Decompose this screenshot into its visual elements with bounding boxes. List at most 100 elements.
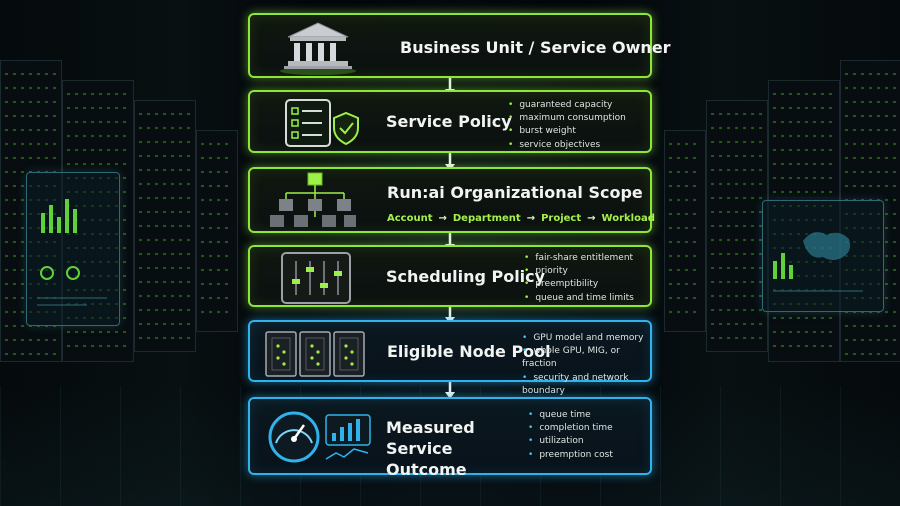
rack-led-row: [67, 149, 129, 151]
right-dashboard-screen: [762, 200, 884, 312]
rack-led-row: [711, 309, 763, 311]
rack-led-row: [5, 115, 57, 117]
rack-led-row: [669, 157, 701, 159]
rack-led-row: [139, 211, 191, 213]
rack-led-row: [139, 323, 191, 325]
rack-led-row: [711, 197, 763, 199]
rack-led-row: [711, 323, 763, 325]
rack-led-row: [669, 297, 701, 299]
rack-led-row: [201, 227, 233, 229]
rack-led-row: [773, 163, 835, 165]
layer-title: Measured Service Outcome: [386, 418, 475, 479]
bullet-item: fair-share entitlement: [524, 252, 634, 265]
rack-led-row: [773, 191, 835, 193]
hierarchy-tree-icon: [270, 172, 356, 227]
rack-led-row: [139, 253, 191, 255]
rack-led-row: [773, 177, 835, 179]
bullet-item: utilization: [528, 435, 613, 448]
rack-led-row: [201, 199, 233, 201]
layer-title: Business Unit / Service Owner: [400, 38, 671, 57]
rack-led-row: [711, 225, 763, 227]
scope-hierarchy-path: Account→Department→Project→Workload: [387, 213, 655, 224]
rack-led-row: [139, 337, 191, 339]
rack-led-row: [711, 211, 763, 213]
rack-led-row: [67, 331, 129, 333]
rack-led-row: [711, 127, 763, 129]
rack-led-row: [711, 141, 763, 143]
bullet-item: preemptibility: [524, 278, 634, 291]
rack-led-row: [669, 255, 701, 257]
rack-led-row: [669, 171, 701, 173]
scope-account: Account: [387, 213, 433, 224]
rack-led-row: [845, 129, 897, 131]
rack-led-row: [5, 353, 57, 355]
rack-led-row: [669, 311, 701, 313]
bullet-list: GPU model and memory whole GPU, MIG, or …: [522, 332, 650, 398]
rack-led-row: [139, 183, 191, 185]
scope-workload: Workload: [601, 213, 655, 224]
rack-led-row: [711, 253, 763, 255]
rack-led-row: [201, 255, 233, 257]
path-separator: →: [438, 213, 447, 224]
rack-led-row: [773, 121, 835, 123]
rack-led-row: [139, 281, 191, 283]
bullet-item: GPU model and memory: [522, 332, 650, 345]
rack-led-row: [845, 171, 897, 173]
rack-led-row: [139, 267, 191, 269]
bullet-list: guaranteed capacity maximum consumption …: [508, 99, 626, 152]
layer-title: Service Policy: [386, 112, 512, 131]
rack-led-row: [139, 169, 191, 171]
rack-led-row: [669, 199, 701, 201]
rack-led-row: [67, 135, 129, 137]
bullet-item: security and network boundary: [522, 372, 650, 398]
bullet-item: queue time: [528, 409, 613, 422]
rack-led-row: [201, 185, 233, 187]
bullet-item: whole GPU, MIG, or fraction: [522, 345, 650, 371]
rack-led-row: [669, 185, 701, 187]
rack-led-row: [201, 297, 233, 299]
rack-led-row: [845, 73, 897, 75]
server-rack-right-3: [706, 100, 768, 352]
rack-led-row: [711, 113, 763, 115]
layer-title: Scheduling Policy: [386, 267, 546, 286]
rack-led-row: [773, 149, 835, 151]
rack-led-row: [139, 295, 191, 297]
rack-led-row: [201, 311, 233, 313]
rack-led-row: [711, 169, 763, 171]
checklist-shield-icon: [285, 99, 359, 147]
server-nodes-icon: [265, 331, 365, 377]
rack-led-row: [139, 141, 191, 143]
layer-scheduling-policy: Scheduling Policy fair-share entitlement…: [248, 245, 652, 307]
rack-led-row: [201, 171, 233, 173]
rack-led-row: [711, 183, 763, 185]
rack-led-row: [773, 345, 835, 347]
rack-led-row: [773, 331, 835, 333]
bullet-item: guaranteed capacity: [508, 99, 626, 112]
rack-led-row: [201, 143, 233, 145]
rack-led-row: [845, 311, 897, 313]
rack-led-row: [201, 157, 233, 159]
server-rack-left-3: [134, 100, 196, 352]
rack-led-row: [711, 295, 763, 297]
server-rack-right-4: [664, 130, 706, 332]
rack-led-row: [711, 239, 763, 241]
bullet-item: queue and time limits: [524, 292, 634, 305]
bank-building-icon: [280, 22, 356, 75]
rack-led-row: [139, 155, 191, 157]
left-dashboard-graphic: [37, 199, 107, 306]
layer-business-unit: Business Unit / Service Owner: [248, 13, 671, 78]
rack-led-row: [669, 227, 701, 229]
rack-led-row: [773, 93, 835, 95]
rack-led-row: [67, 107, 129, 109]
bullet-item: completion time: [528, 422, 613, 435]
rack-led-row: [669, 241, 701, 243]
rack-led-row: [67, 93, 129, 95]
rack-led-row: [67, 121, 129, 123]
rack-led-row: [669, 213, 701, 215]
rack-led-row: [139, 127, 191, 129]
bullet-item: burst weight: [508, 125, 626, 138]
rack-led-row: [845, 339, 897, 341]
left-dashboard-screen: [26, 172, 120, 326]
rack-led-row: [139, 309, 191, 311]
bullet-item: service objectives: [508, 139, 626, 152]
